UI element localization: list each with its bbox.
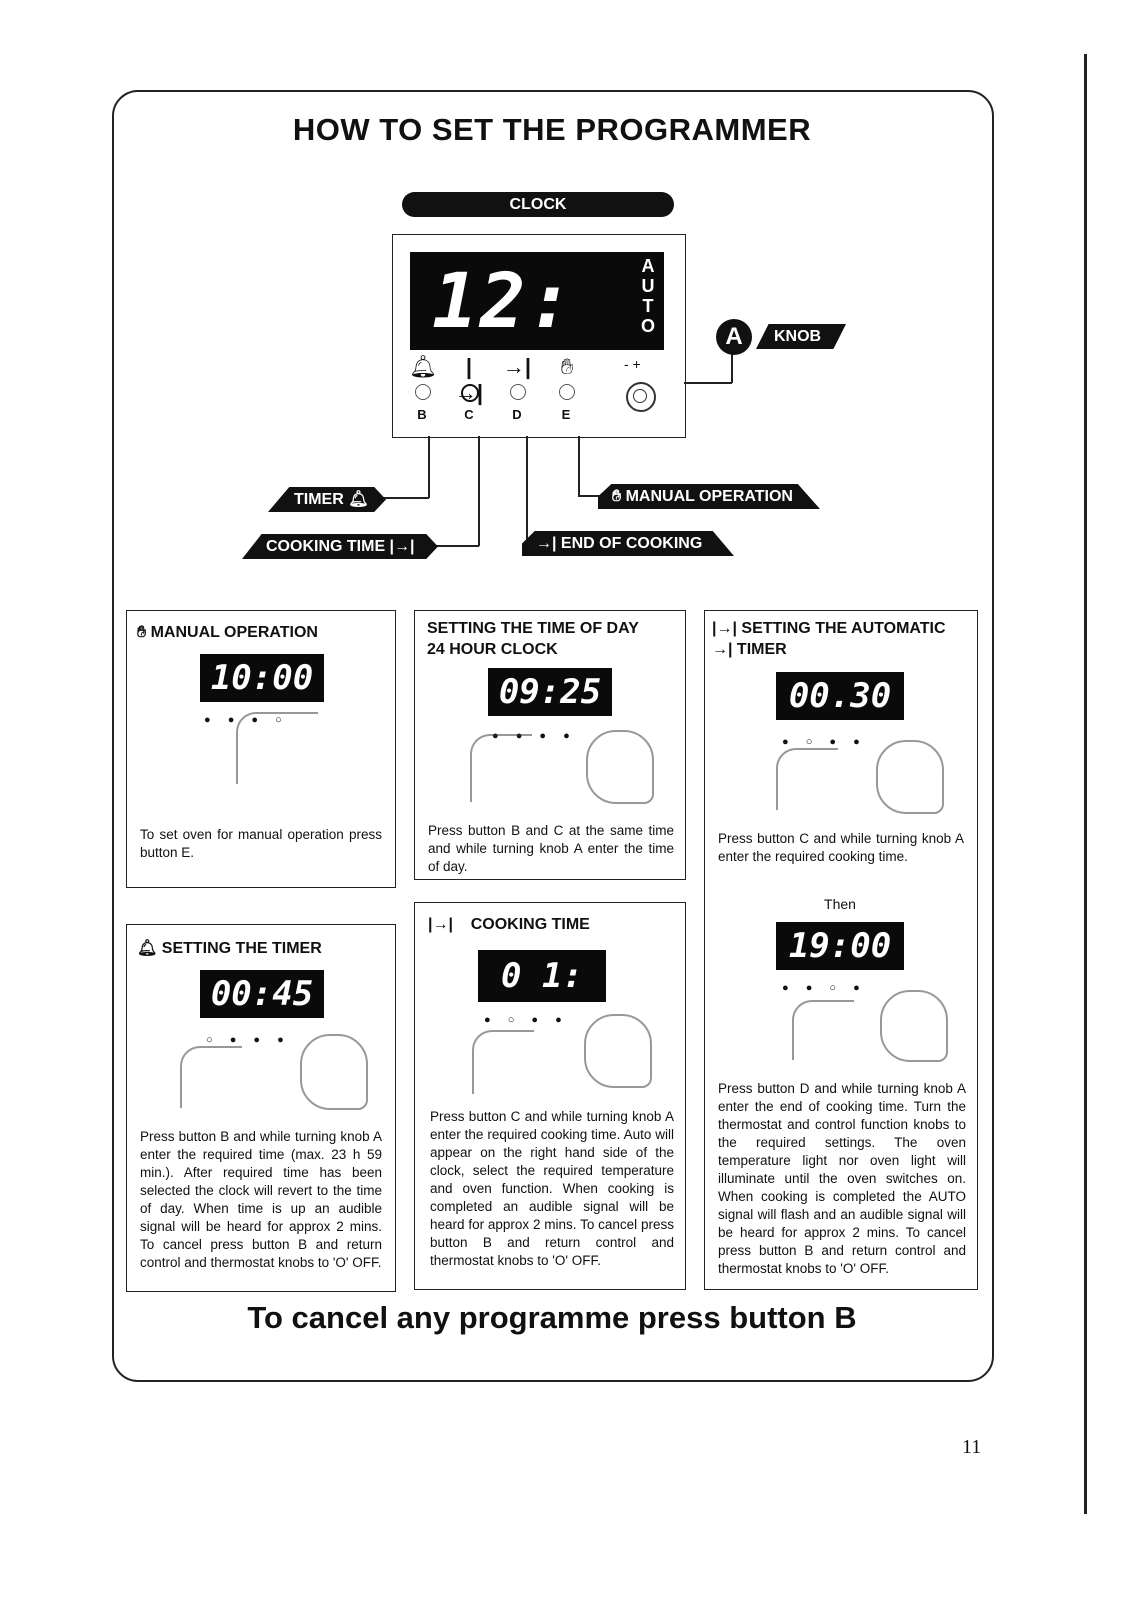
knob-a[interactable] [626,382,656,412]
automatic-buttons-2: ● ● ○ ● [782,982,867,994]
timer-display: 00:45 [200,970,324,1018]
manual-box-text: To set oven for manual operation press b… [140,827,382,860]
end-of-cooking-icon: →| [502,354,532,379]
button-d[interactable] [510,384,526,400]
hand-illustration [180,1046,242,1108]
page-title: HOW TO SET THE PROGRAMMER [292,112,812,147]
hand-illustration [470,734,532,802]
hand-illustration [472,1030,534,1094]
button-e-label: E [561,407,571,422]
main-display: 12: 15 [410,252,664,443]
cooking-box-text: Press button C and while turning knob A … [430,1109,674,1268]
time-of-day-display: 09:25 [488,668,612,716]
then-label: Then [824,896,856,912]
margin-rule [1084,54,1087,1514]
button-c[interactable] [461,384,479,402]
end-of-cooking-callout: →| END OF COOKING [522,531,734,556]
button-d-label: D [512,407,522,422]
manual-operation-callout: ✋︎ MANUAL OPERATION [598,484,820,509]
cooking-time-callout: COOKING TIME |→| [242,534,438,559]
setting-timer-box [126,924,396,1292]
cooking-box-heading: |→| COOKING TIME [428,916,590,933]
button-e[interactable] [559,384,575,400]
button-b[interactable] [415,384,431,400]
timer-callout: TIMER 🔔︎ [268,487,386,512]
manual-operation-box [126,610,396,888]
automatic-buttons: ● ○ ● ● [782,736,867,748]
auto-indicator: A U T O [640,256,655,336]
automatic-heading: |→| SETTING THE AUTOMATIC →| TIMER [712,620,946,658]
page-number: 11 [962,1436,982,1458]
clock-label: CLOCK [402,192,674,217]
automatic-text-1: Press button C and while turning knob A … [718,831,964,864]
manual-display: 10:00 [200,654,324,702]
timer-box-text: Press button B and while turning knob A … [140,1129,382,1270]
automatic-text-2: Press button D and while turning knob A … [718,1081,966,1276]
cancel-instruction: To cancel any programme press button B [247,1300,857,1335]
cooking-time-box [414,902,686,1290]
knob-signs: - + [624,356,641,372]
hand-illustration [236,712,318,784]
manual-leader [578,436,580,496]
automatic-display-2: 19:00 [776,922,904,970]
time-of-day-text: Press button B and C at the same time an… [428,823,674,874]
instruction-frame [112,90,994,1382]
cooking-leader-h [428,545,479,547]
manual-leader-h [578,495,602,497]
control-panel [392,234,686,438]
knob-hand-illustration [300,1034,368,1110]
button-c-label: C [464,407,474,422]
knob-label: KNOB [756,324,846,349]
knob-badge: A [716,319,752,355]
manual-box-heading: ✋︎ MANUAL OPERATION [137,624,318,641]
knob-hand-illustration [876,740,944,814]
automatic-display: 00.30 [776,672,904,720]
knob-hand-illustration [584,1014,652,1088]
timer-leader [428,436,430,498]
knob-hand-illustration [880,990,948,1062]
timer-leader-h [378,497,429,499]
hand-icon: ✋︎ [560,354,574,379]
knob-leader-v [731,352,733,383]
timer-buttons: ○ ● ● ● [206,1034,291,1046]
cooking-buttons: ● ○ ● ● [484,1014,569,1026]
knob-hand-illustration [586,730,654,804]
automatic-timer-box [704,610,978,1290]
bell-icon: 🔔︎ [409,354,437,379]
knob-leader [684,382,732,384]
button-b-label: B [417,407,427,422]
hand-illustration [776,748,838,810]
timer-box-heading: 🔔︎ SETTING THE TIMER [137,940,322,957]
time-of-day-heading: SETTING THE TIME OF DAY 24 HOUR CLOCK [427,620,639,658]
end-leader [526,436,528,542]
hand-illustration [792,1000,854,1060]
time-of-day-box [414,610,686,880]
cooking-display: 0 1: 10 [478,950,606,1048]
cooking-leader [478,436,480,546]
